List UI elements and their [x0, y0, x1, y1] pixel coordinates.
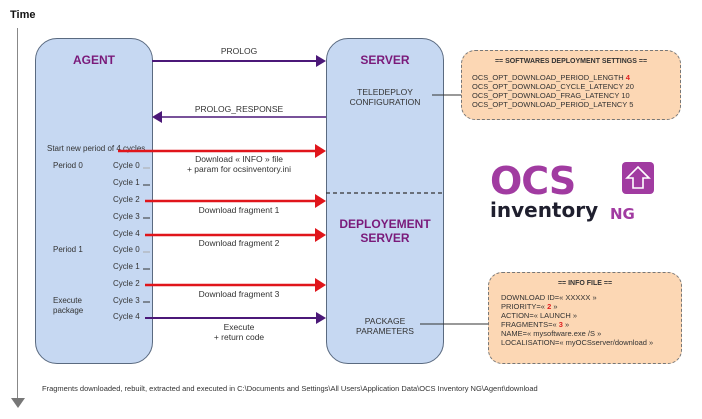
- fragment-2-label: Download fragment 2: [198, 238, 280, 248]
- info-line: FRAGMENTS=« 3 »: [501, 320, 681, 329]
- info-line: PRIORITY=« 2 »: [501, 302, 681, 311]
- cycle-label: Cycle 3: [113, 212, 140, 221]
- download-info-line1: Download « INFO » file: [195, 154, 283, 164]
- logo-ocs-text: OCS: [490, 159, 576, 203]
- execute-label: Execute + return code: [152, 322, 326, 342]
- prolog-label: PROLOG: [220, 46, 258, 56]
- cycle-label: Cycle 2: [113, 279, 140, 288]
- settings-line: OCS_OPT_DOWNLOAD_CYCLE_LATENCY 20: [472, 82, 680, 91]
- download-info-label: Download « INFO » file + param for ocsin…: [152, 154, 326, 174]
- info-text: FRAGMENTS=«: [501, 320, 559, 329]
- info-highlight: 3: [558, 320, 563, 329]
- execute-label-line2: package: [53, 306, 84, 315]
- agent-lane: AGENT: [35, 38, 153, 364]
- logo-upload-box: [622, 162, 654, 194]
- setting-key: OCS_OPT_DOWNLOAD_CYCLE_LATENCY: [472, 82, 624, 91]
- setting-key: OCS_OPT_DOWNLOAD_FRAG_LATENCY: [472, 91, 620, 100]
- cycle-label: Cycle 4: [113, 312, 140, 321]
- logo-ng-text: NG: [610, 205, 635, 223]
- package-parameters-label: PACKAGE PARAMETERS: [326, 316, 444, 336]
- agent-title: AGENT: [73, 53, 115, 67]
- cycle-label: Cycle 1: [113, 262, 140, 271]
- fragment-2-arrowhead: [315, 228, 326, 242]
- info-text: LOCALISATION=« myOCSserver/download »: [501, 338, 654, 347]
- download-info-arrowhead: [315, 144, 326, 158]
- time-axis-arrowhead: [11, 398, 25, 408]
- cycle-label: Cycle 2: [113, 195, 140, 204]
- time-axis-label: Time: [10, 9, 36, 21]
- deployment-title-line2: SERVER: [360, 231, 410, 245]
- setting-value: 20: [625, 82, 634, 91]
- settings-note: == SOFTWARES DEPLOYMENT SETTINGS == OCS_…: [461, 50, 681, 120]
- logo-inventory-text: inventory: [490, 198, 599, 222]
- ocs-inventory-logo: OCS inventory NG: [490, 160, 680, 230]
- info-highlight: 2: [547, 302, 552, 311]
- teledeploy-line2: CONFIGURATION: [349, 97, 421, 107]
- cycle-label: Cycle 3: [113, 296, 140, 305]
- cycle-label: Cycle 0: [113, 245, 140, 254]
- prolog-arrowhead: [316, 55, 326, 67]
- teledeploy-line1: TELEDEPLOY: [357, 87, 413, 97]
- server-title: SERVER: [360, 53, 410, 67]
- cycle-label: Cycle 4: [113, 229, 140, 238]
- execute-package-label: Execute package: [53, 296, 83, 316]
- fragment-3-arrowhead: [315, 278, 326, 292]
- info-text: ACTION=« LAUNCH »: [501, 311, 578, 320]
- time-axis-line: [17, 28, 18, 400]
- execute-line2: + return code: [213, 332, 265, 342]
- upload-arrow-icon: [625, 165, 651, 189]
- setting-value: 4: [625, 73, 630, 82]
- setting-key: OCS_OPT_DOWNLOAD_PERIOD_LATENCY: [472, 100, 628, 109]
- server-lane: SERVER: [326, 38, 444, 364]
- teledeploy-config-label: TELEDEPLOY CONFIGURATION: [326, 87, 444, 107]
- package-line1: PACKAGE: [364, 316, 406, 326]
- info-line: ACTION=« LAUNCH »: [501, 311, 681, 320]
- info-line: LOCALISATION=« myOCSserver/download »: [501, 338, 681, 347]
- info-text: DOWNLOAD ID=« XXXXX »: [501, 293, 597, 302]
- setting-value: 5: [629, 100, 634, 109]
- fragment-1-label: Download fragment 1: [198, 205, 280, 215]
- period-0-label: Period 0: [53, 161, 83, 170]
- execute-line1: Execute: [223, 322, 255, 332]
- prolog-response-label: PROLOG_RESPONSE: [194, 104, 284, 114]
- settings-note-title: == SOFTWARES DEPLOYMENT SETTINGS ==: [494, 58, 648, 65]
- cycle-label: Cycle 0: [113, 161, 140, 170]
- info-line: NAME=« mysoftware.exe /S »: [501, 329, 681, 338]
- deployment-server-title: DEPLOYEMENT SERVER: [326, 217, 444, 245]
- start-period-label: Start new period of 4 cycles: [47, 144, 146, 153]
- footer-note: Fragments downloaded, rebuilt, extracted…: [42, 384, 538, 393]
- settings-line: OCS_OPT_DOWNLOAD_PERIOD_LENGTH 4: [472, 73, 680, 82]
- info-line: DOWNLOAD ID=« XXXXX »: [501, 293, 681, 302]
- info-text: »: [551, 302, 558, 311]
- settings-line: OCS_OPT_DOWNLOAD_PERIOD_LATENCY 5: [472, 100, 680, 109]
- setting-key: OCS_OPT_DOWNLOAD_PERIOD_LENGTH: [472, 73, 624, 82]
- info-note-title: == INFO FILE ==: [557, 280, 613, 287]
- fragment-1-arrowhead: [315, 194, 326, 208]
- info-text: PRIORITY=«: [501, 302, 548, 311]
- download-info-line2: + param for ocsinventory.ini: [186, 164, 291, 174]
- fragment-3-label: Download fragment 3: [198, 289, 280, 299]
- cycle-ticks: [143, 167, 150, 303]
- execute-label-line1: Execute: [53, 296, 82, 305]
- info-text: NAME=« mysoftware.exe /S »: [501, 329, 602, 338]
- period-1-label: Period 1: [53, 245, 83, 254]
- cycle-label: Cycle 1: [113, 178, 140, 187]
- prolog-response-arrowhead: [152, 111, 162, 123]
- execute-arrowhead: [316, 312, 326, 324]
- settings-line: OCS_OPT_DOWNLOAD_FRAG_LATENCY 10: [472, 91, 680, 100]
- info-file-note: == INFO FILE == DOWNLOAD ID=« XXXXX » PR…: [488, 272, 682, 364]
- package-line2: PARAMETERS: [356, 326, 414, 336]
- setting-value: 10: [621, 91, 630, 100]
- info-text: »: [562, 320, 570, 329]
- deployment-title-line1: DEPLOYEMENT: [339, 217, 431, 231]
